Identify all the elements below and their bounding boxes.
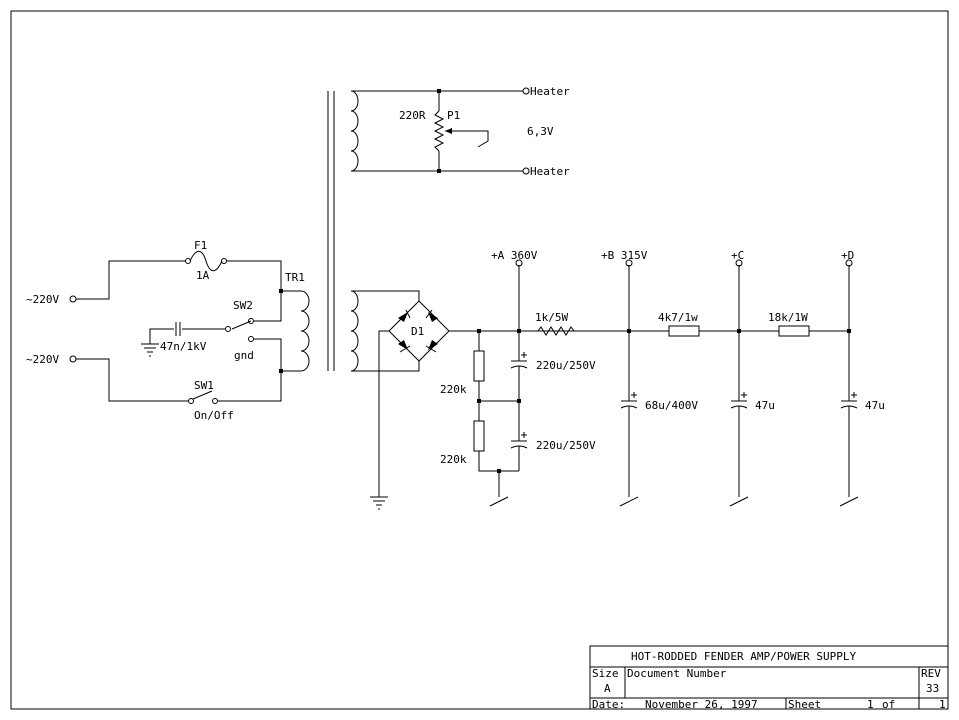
of-value: 1 (939, 698, 946, 711)
node-b-label: +B 315V (601, 249, 648, 262)
heater-wiring (433, 87, 530, 175)
node-b-stage (619, 259, 739, 507)
r220r-label: 220R (399, 109, 426, 122)
core-lines (327, 91, 335, 371)
r-4k7-label: 4k7/1w (658, 311, 698, 324)
sheet-value: 1 (867, 698, 874, 711)
heater-bottom-label: Heater (530, 165, 570, 178)
bridge-rectifier-d1 (370, 300, 629, 510)
title-block (589, 645, 949, 710)
size-label: Size (592, 667, 619, 680)
node-c-label: +C (731, 249, 744, 262)
gnd-label: gnd (234, 349, 254, 362)
c220u-1-label: 220u/250V (536, 359, 596, 372)
sheet-label: Sheet (788, 698, 821, 711)
mains-bottom-label: ~220V (26, 353, 59, 366)
first-filter-stage (473, 259, 528, 507)
r-18k-label: 18k/1W (768, 311, 808, 324)
node-d-stage (839, 259, 859, 507)
node-c-stage (729, 259, 849, 507)
tr1-label: TR1 (285, 271, 305, 284)
r220k-1-label: 220k (440, 383, 467, 396)
d1-label: D1 (411, 325, 424, 338)
of-label: of (882, 698, 895, 711)
cap47n-label: 47n/1kV (160, 340, 207, 353)
hv-winding (350, 290, 420, 372)
rev-label: REV (921, 667, 941, 680)
f1-label: F1 (194, 239, 207, 252)
c47u-2-label: 47u (865, 399, 885, 412)
docnum-label: Document Number (627, 667, 727, 680)
resistor-1k5w (519, 326, 629, 336)
c68u-label: 68u/400V (645, 399, 698, 412)
primary-wiring (69, 250, 310, 404)
c220u-2-label: 220u/250V (536, 439, 596, 452)
node-d-label: +D (841, 249, 854, 262)
rev-value: 33 (926, 682, 939, 695)
date-label: Date: (592, 698, 625, 711)
title-block-title: HOT-RODDED FENDER AMP/POWER SUPPLY (631, 650, 857, 663)
f1-value-label: 1A (196, 269, 210, 282)
date-value: November 26, 1997 (645, 698, 758, 711)
r220k-2-label: 220k (440, 453, 467, 466)
node-a-label: +A 360V (491, 249, 538, 262)
sheet-border (10, 10, 949, 710)
r-1k5w-label: 1k/5W (535, 311, 568, 324)
v63-label: 6,3V (527, 125, 554, 138)
size-value: A (604, 682, 611, 695)
onoff-label: On/Off (194, 409, 234, 422)
c47u-1-label: 47u (755, 399, 775, 412)
heater-top-label: Heater (530, 85, 570, 98)
sw1-label: SW1 (194, 379, 214, 392)
sw2-label: SW2 (233, 299, 253, 312)
heater-winding (350, 90, 439, 172)
p1-label: P1 (447, 109, 460, 122)
mains-top-label: ~220V (26, 293, 59, 306)
